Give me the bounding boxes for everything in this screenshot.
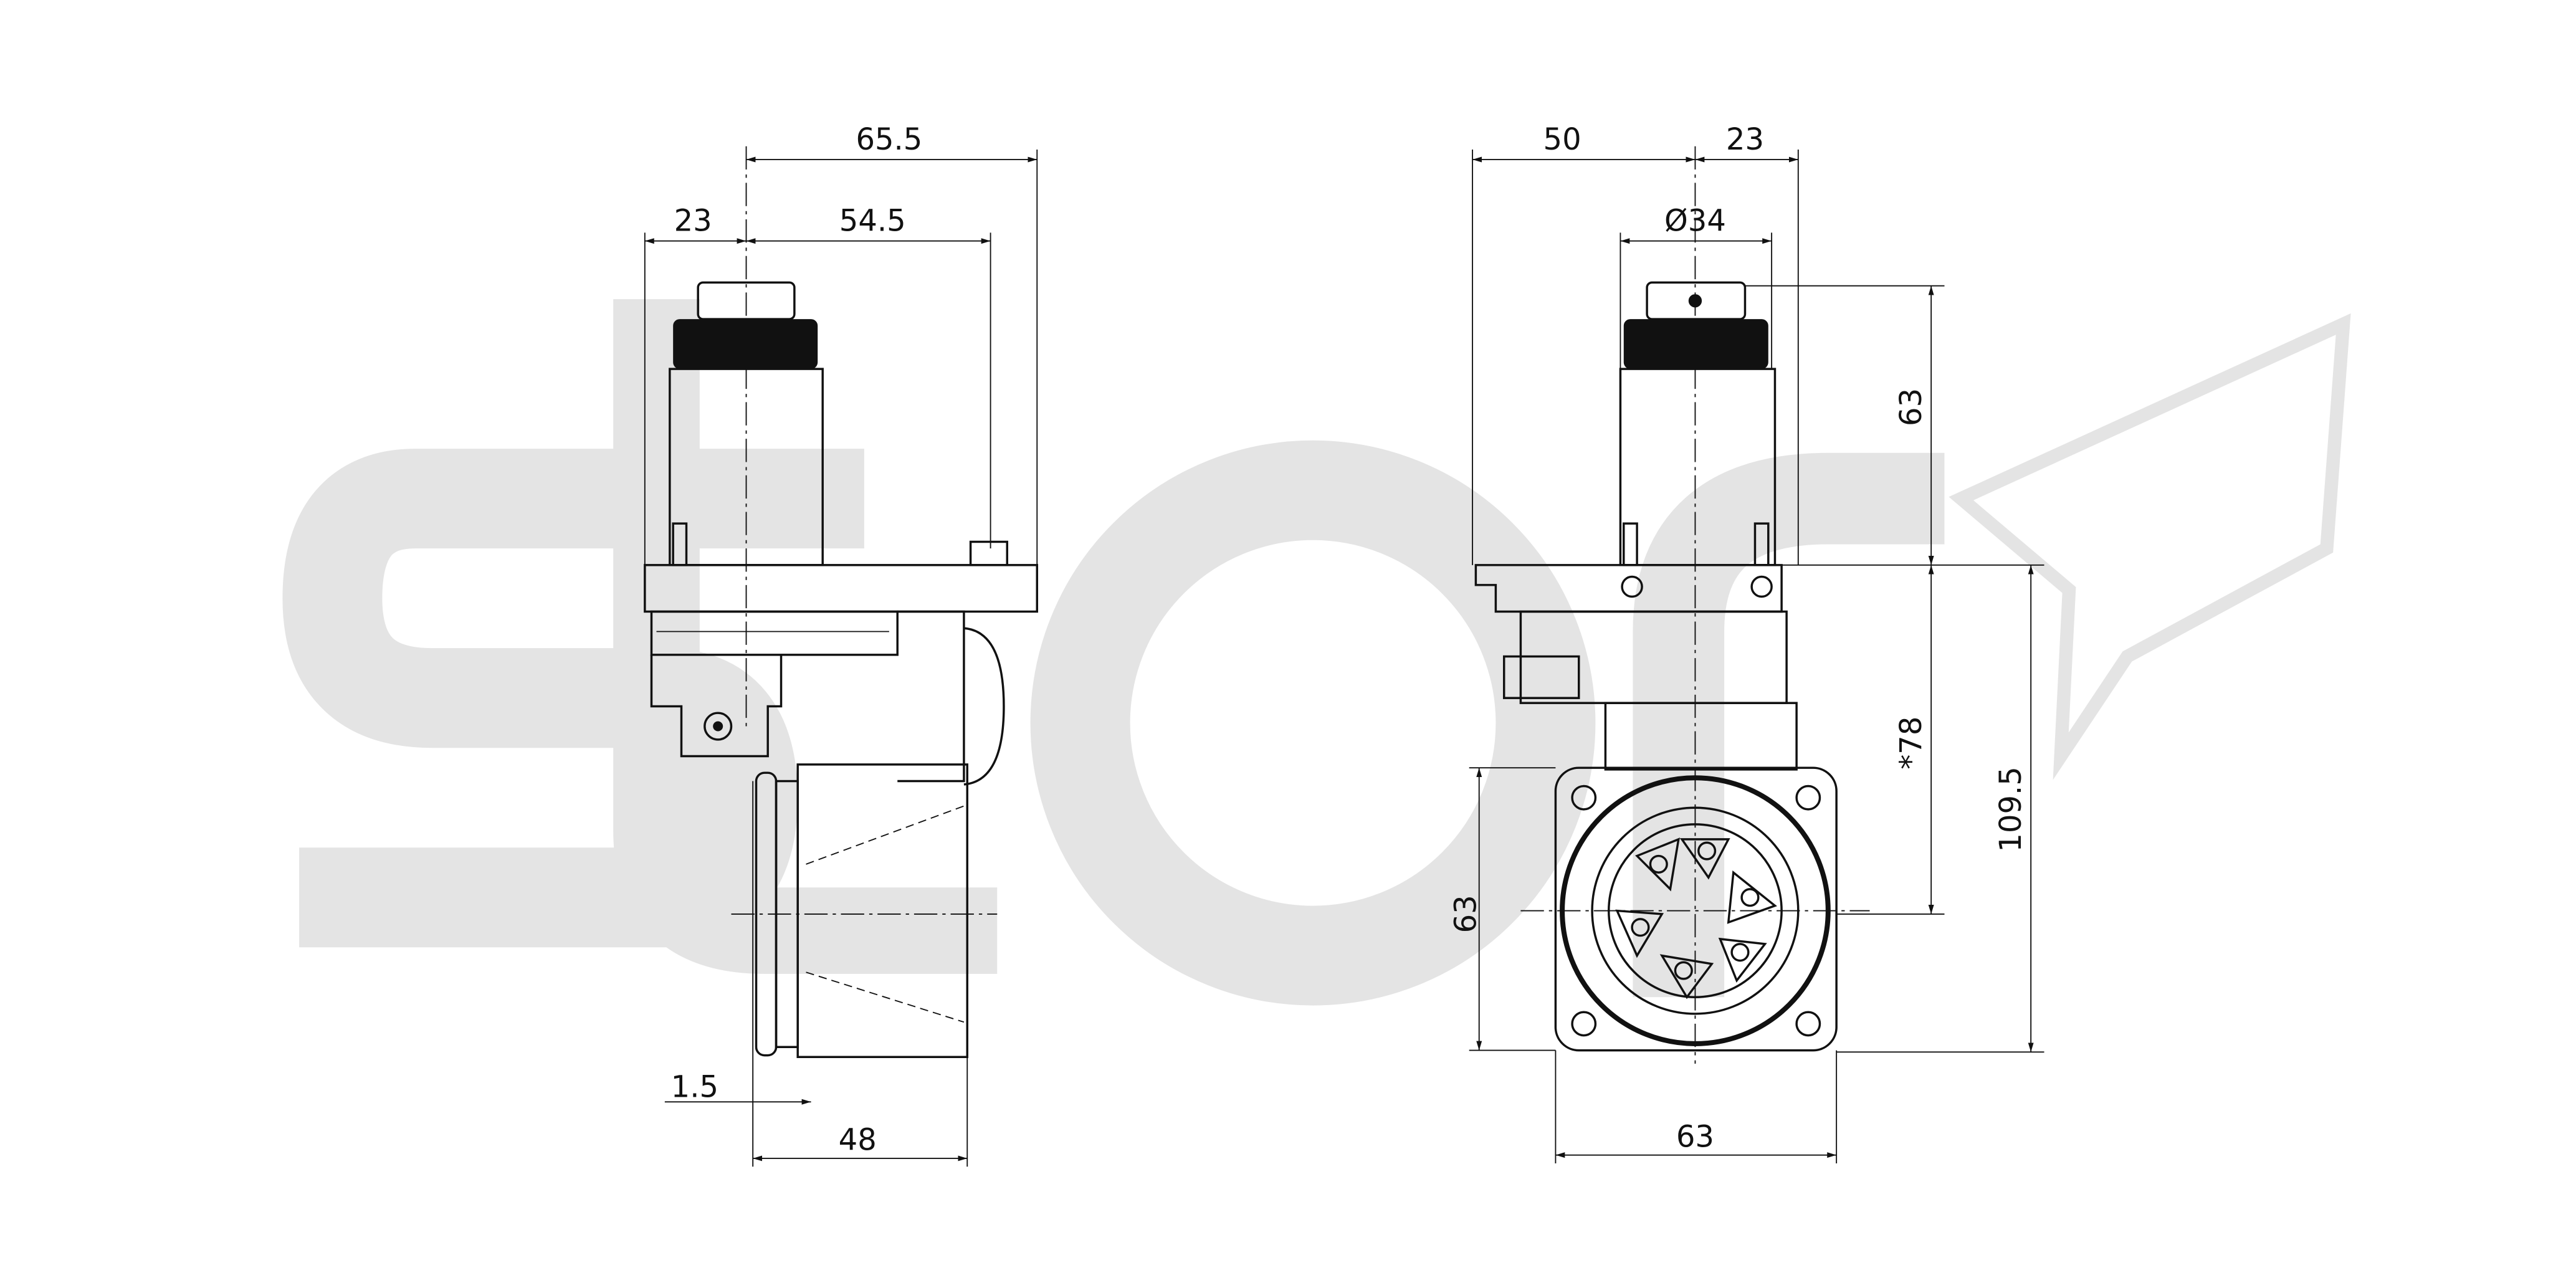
- dim-shank-height: 63: [1894, 388, 1929, 426]
- dim-left-offset: 50: [1543, 122, 1581, 157]
- mounting-plate: [644, 564, 1039, 613]
- knurled-ring: [673, 319, 818, 370]
- front-view: 50 23 Ø34 63 *78 109.5 63 63: [1448, 122, 2044, 1163]
- dim-flange-thickness: 1.5: [671, 1069, 718, 1104]
- cutting-inserts: [1615, 837, 1777, 999]
- dim-housing-width: 63: [1676, 1119, 1714, 1154]
- dim-overall-width: 65.5: [856, 122, 922, 157]
- dim-center-height: *78: [1894, 717, 1929, 770]
- side-view: 65.5 23 54.5 1.5 48: [644, 122, 1039, 1167]
- dim-total-height: 109.5: [1993, 766, 2028, 852]
- dim-housing-depth: 48: [839, 1123, 877, 1158]
- dim-offset: 23: [674, 204, 712, 239]
- square-housing: [1554, 766, 1838, 1052]
- dim-body-width: 54.5: [839, 204, 906, 239]
- dim-housing-height: 63: [1448, 895, 1483, 933]
- star-logo-watermark: [282, 299, 2351, 1006]
- dim-shank-diameter: Ø34: [1664, 204, 1726, 239]
- dim-right-offset: 23: [1726, 122, 1764, 157]
